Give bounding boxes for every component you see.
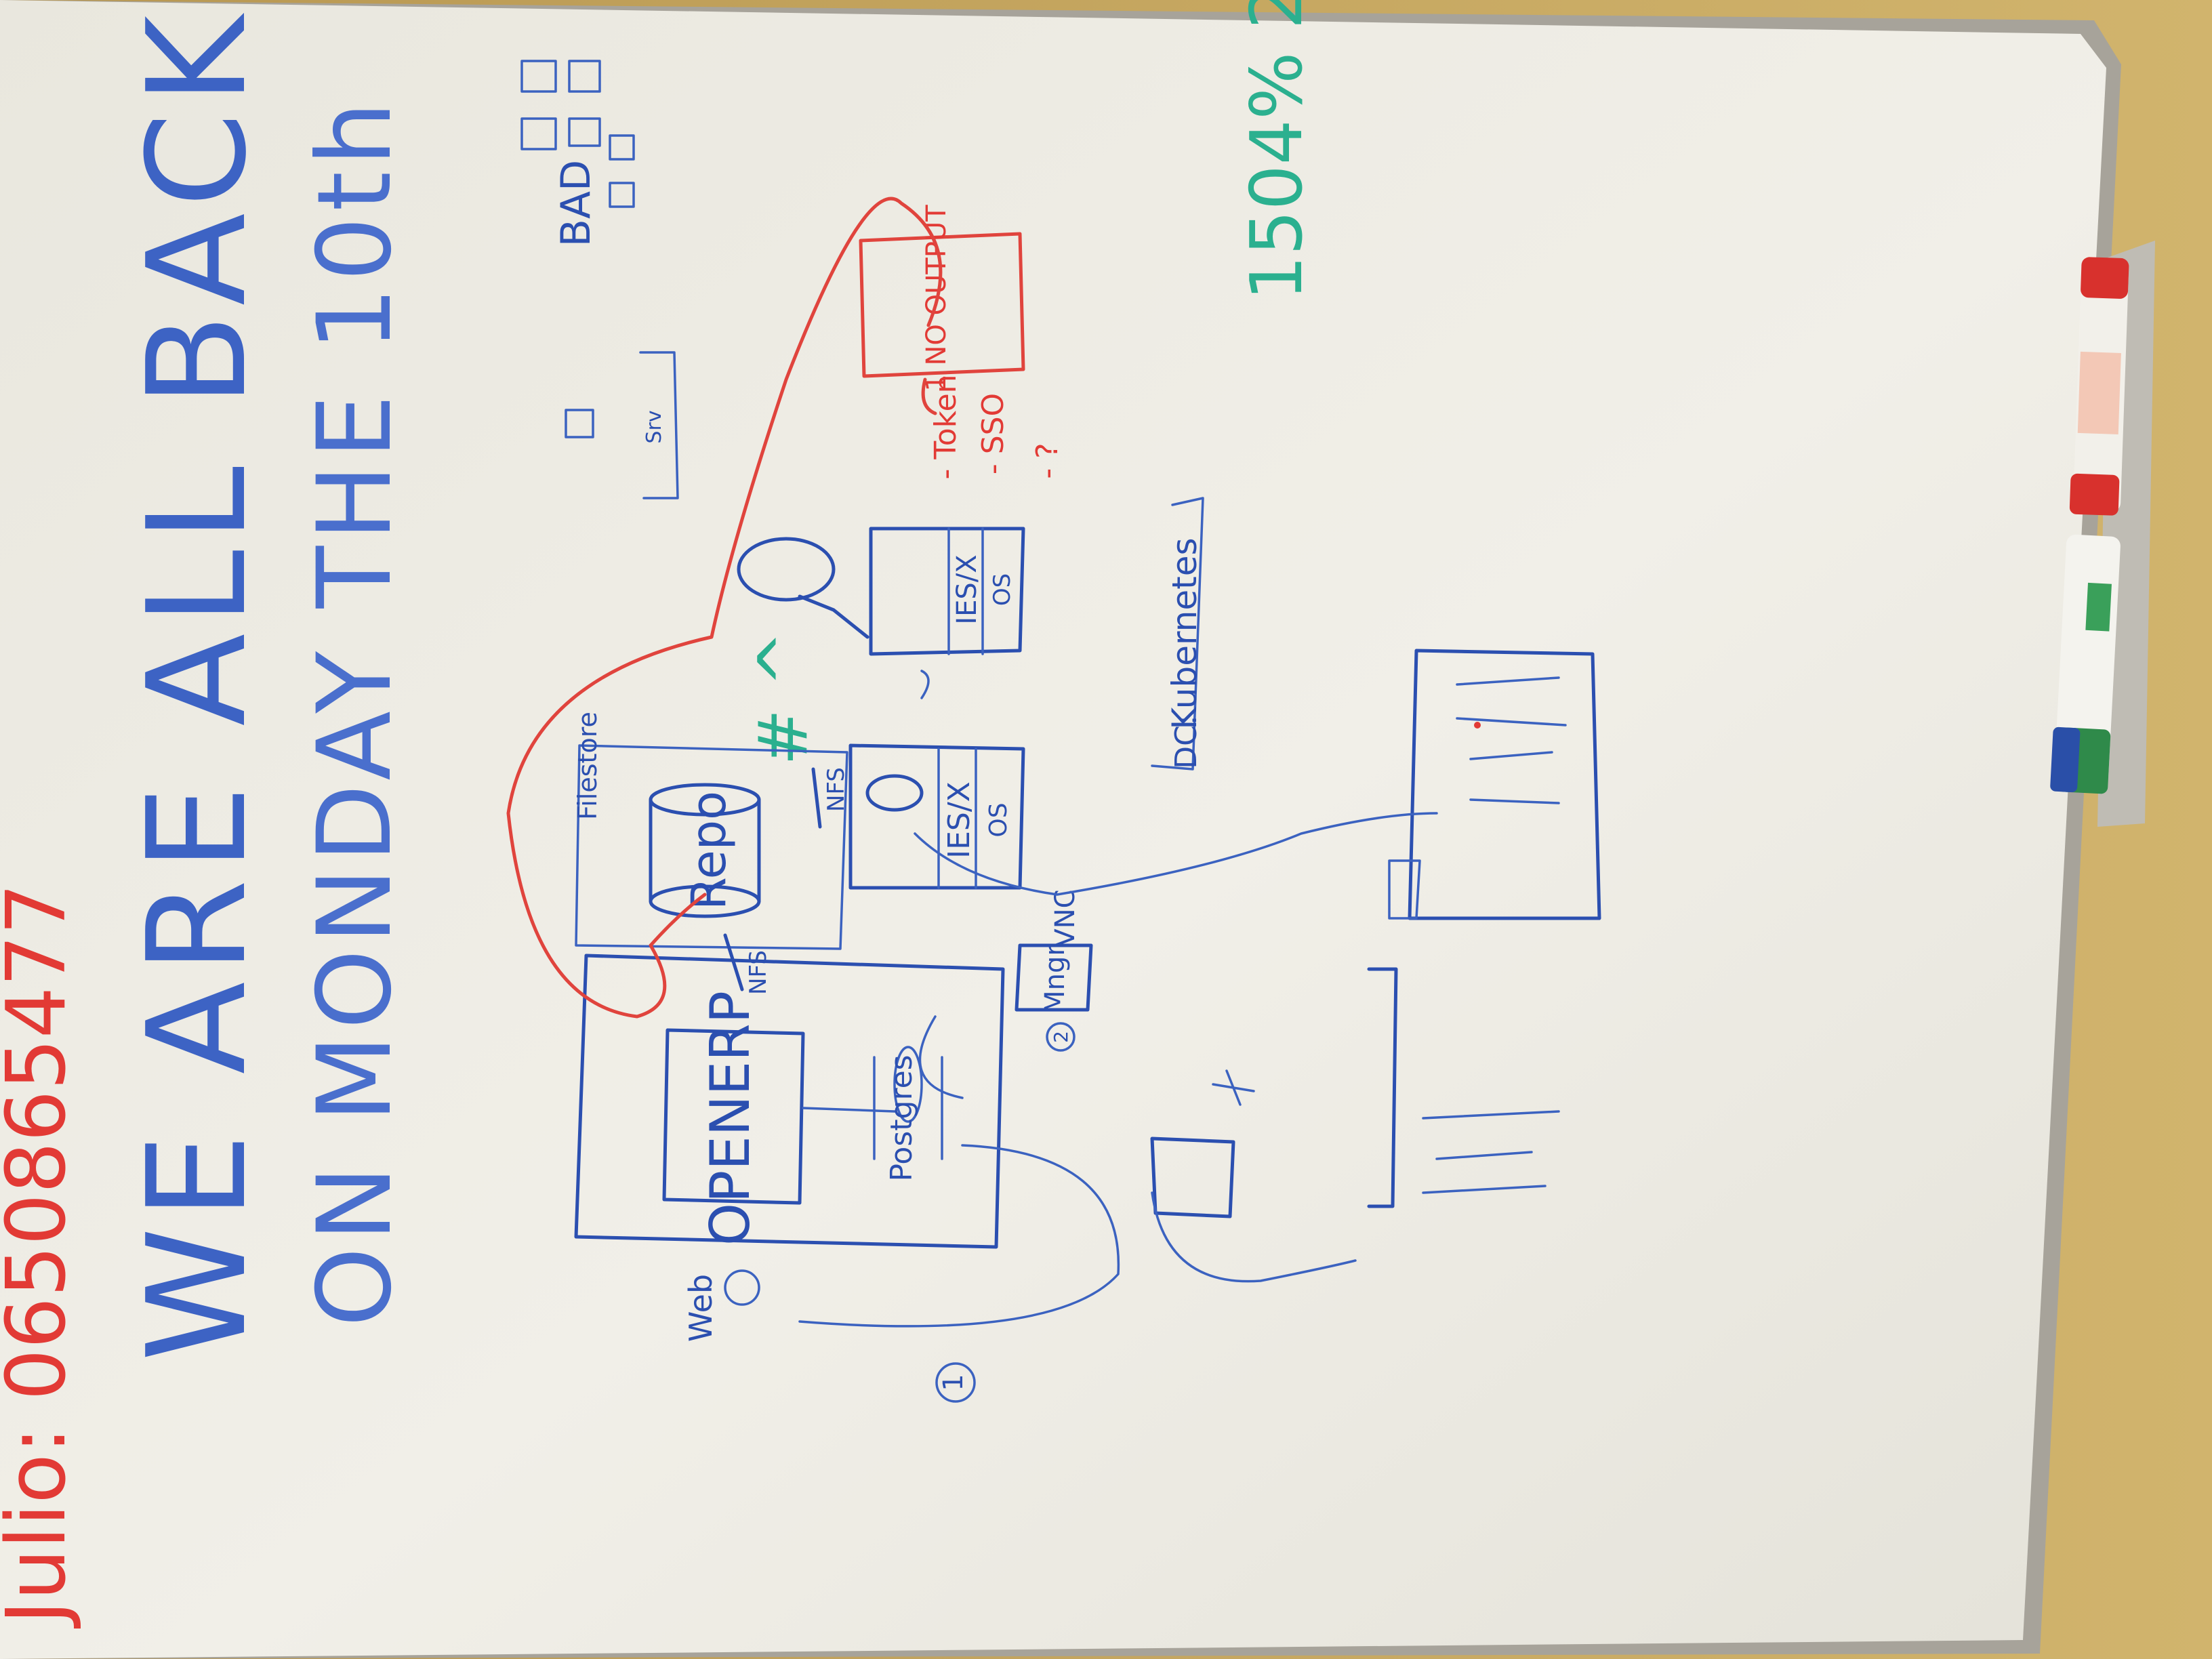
token-line-2: - SSO — [976, 393, 1010, 474]
green-note: 1504% 20. — [1235, 0, 1318, 301]
small-box-label: Srv — [642, 410, 666, 443]
vnc-label: VNC — [1050, 889, 1081, 947]
token-line-3: - ? — [1030, 443, 1065, 478]
os-label-2: OS — [989, 573, 1016, 606]
ies-label-2: IES/X — [951, 554, 983, 624]
green-marker — [2050, 534, 2121, 794]
headline-line2: ON MONDAY THE 10th — [296, 96, 414, 1327]
postgres-label: Postgres — [884, 1054, 919, 1181]
kubernetes-label: Kubernetes — [1165, 537, 1204, 729]
kubernetes-prefix: DC: — [1169, 715, 1204, 769]
web-label: Web — [682, 1274, 719, 1342]
repo-label: Repo — [681, 791, 737, 910]
token-line-1: - Token — [928, 374, 963, 479]
architecture-diagram: OPENERP Postgres Repo Filestore NFS NFS — [506, 197, 1601, 1403]
mngr-label: Mngr — [1040, 945, 1071, 1014]
nfs-label-1: NFS — [745, 950, 772, 995]
icon-sketches: BAD — [520, 60, 635, 247]
nfs-label-2: NFS — [823, 767, 850, 812]
red-marker — [2069, 257, 2129, 516]
step-2-label: 2 — [1050, 1031, 1072, 1043]
icons-label: BAD — [552, 160, 600, 247]
whiteboard-surface — [0, 0, 2106, 1659]
step-1-label: 1 — [938, 1374, 969, 1391]
os-label-1: OS — [985, 802, 1012, 837]
openerp-label: OPENERP — [699, 991, 762, 1246]
ies-label-1: IES/X — [942, 781, 977, 859]
headline-line1: WE ARE ALL BACK — [119, 7, 276, 1361]
phone-note: Julio: 0650865477 — [0, 883, 84, 1629]
filestore-label: Filestore — [573, 712, 602, 820]
hash-note: # ^ — [743, 630, 823, 765]
